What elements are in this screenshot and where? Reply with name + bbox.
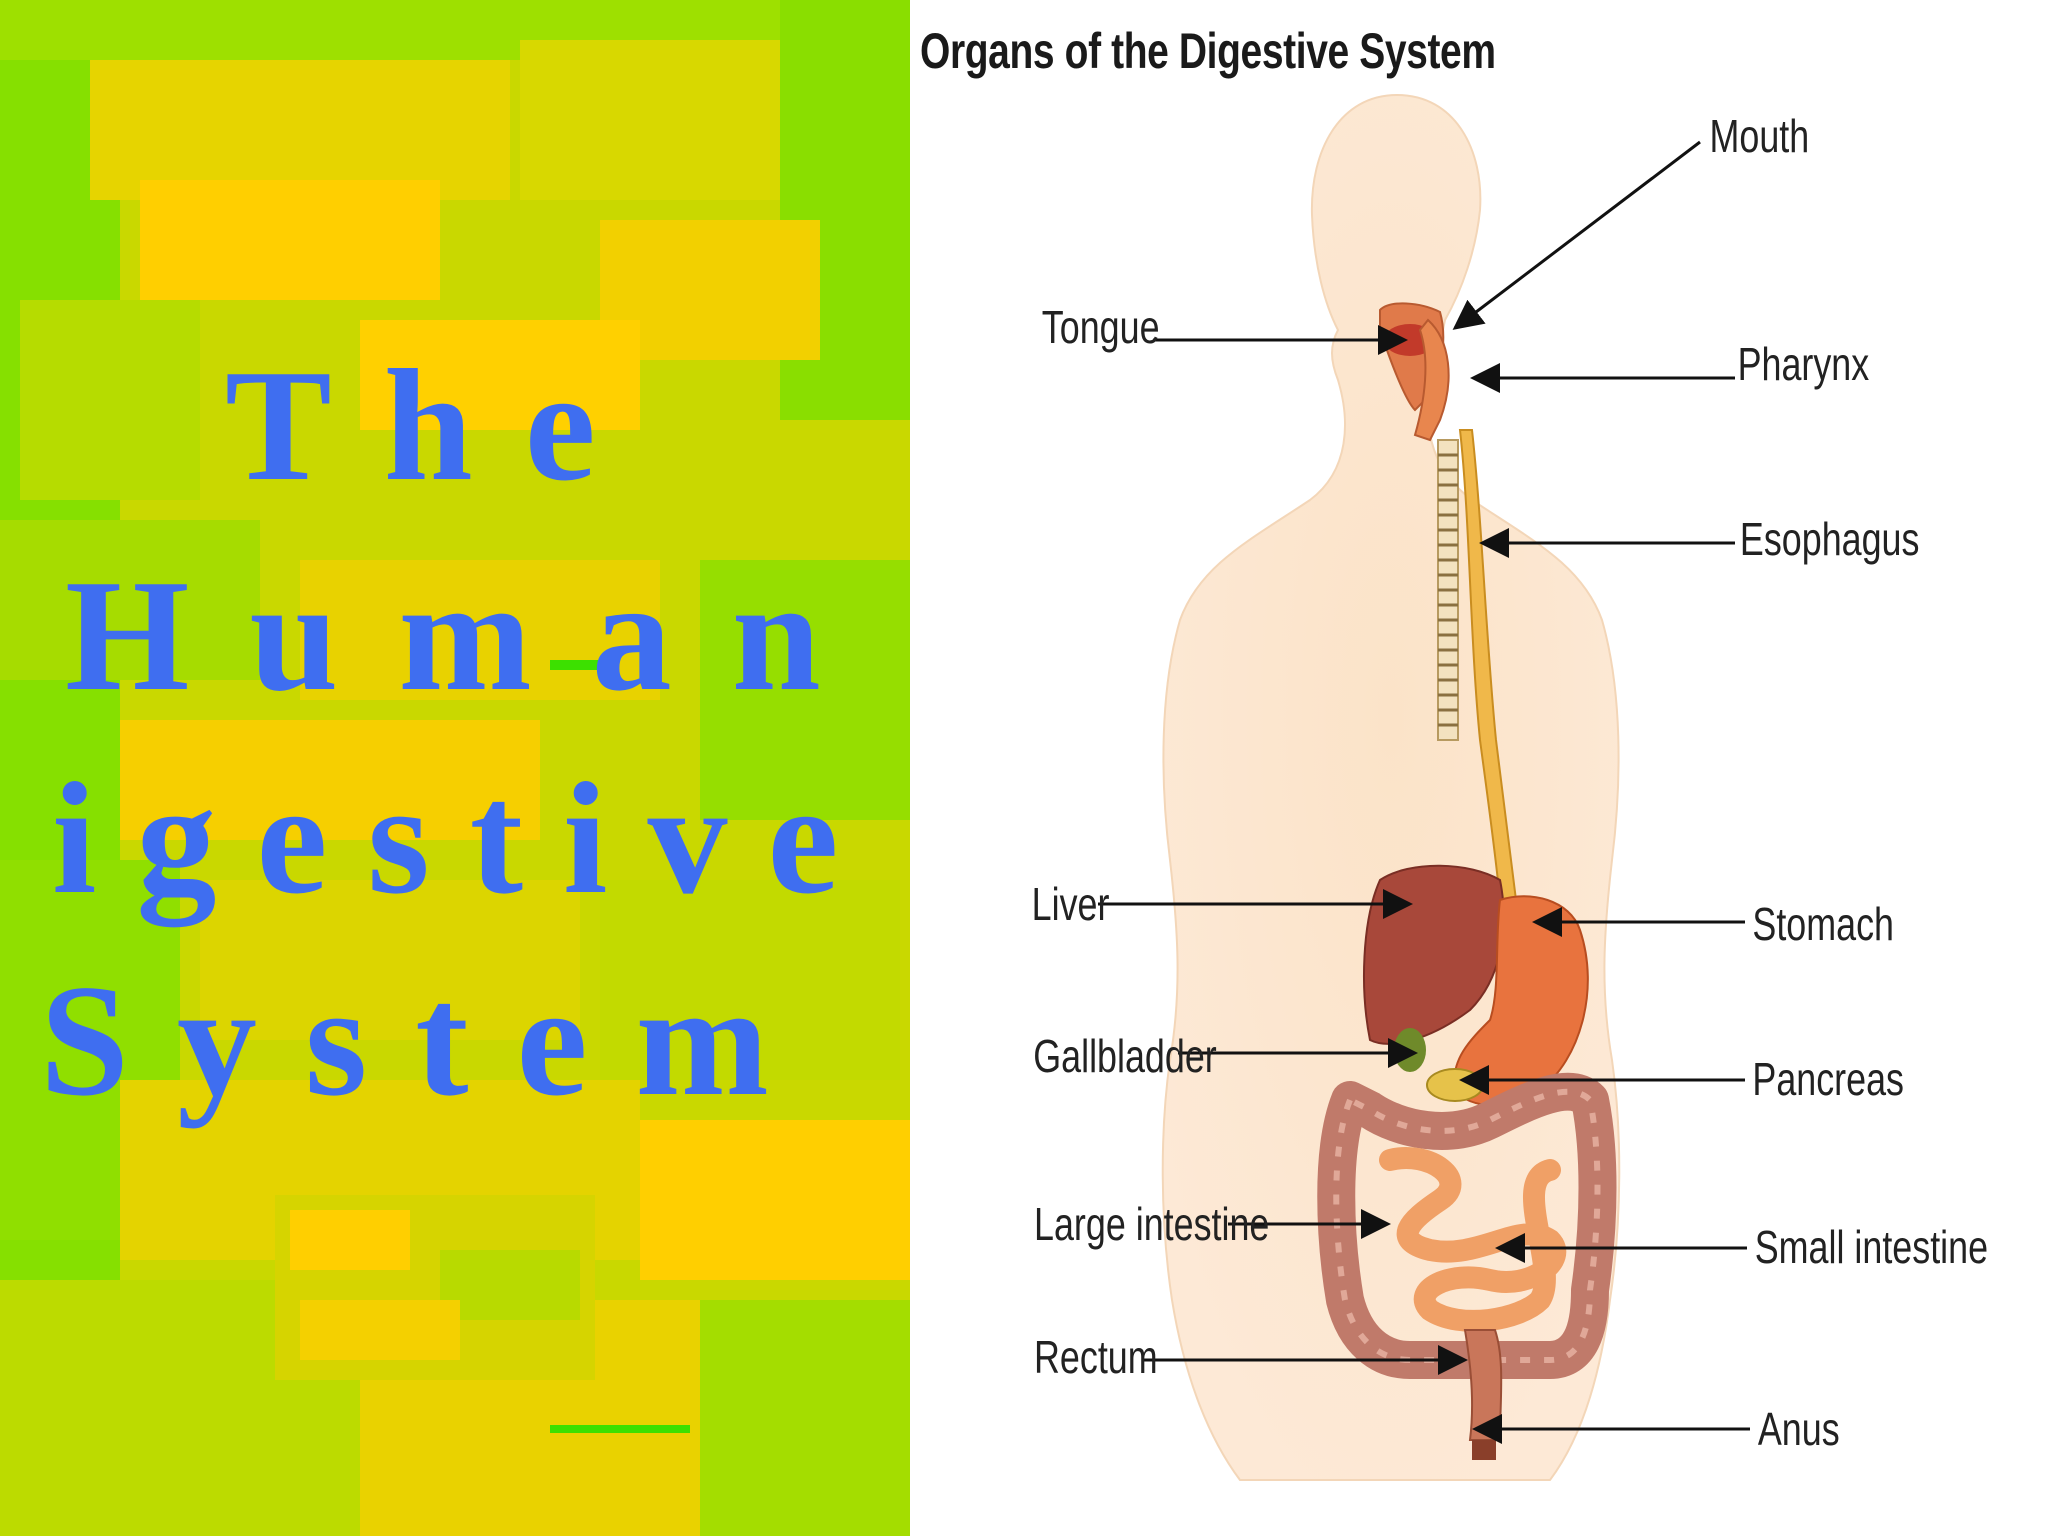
anus-shape (1472, 1440, 1496, 1460)
slide-title: The Human igestive System (0, 0, 910, 1536)
label-esophagus: Esophagus (1740, 514, 1920, 565)
label-tongue: Tongue (1042, 302, 1160, 353)
label-gallbladder: Gallbladder (1033, 1031, 1217, 1082)
title-line-2: Human (65, 555, 881, 715)
label-small-intestine: Small intestine (1755, 1222, 1988, 1273)
title-panel: The Human igestive System (0, 0, 910, 1536)
label-mouth: Mouth (1710, 111, 1810, 162)
diagram-panel: Organs of the Digestive System (910, 0, 2048, 1536)
label-pancreas: Pancreas (1752, 1054, 1904, 1105)
label-stomach: Stomach (1752, 899, 1894, 950)
mouth-leader (1455, 142, 1700, 328)
label-large-intestine: Large intestine (1034, 1199, 1269, 1250)
trachea (1438, 440, 1458, 740)
title-line-3: igestive (52, 758, 878, 918)
pancreas-shape (1427, 1069, 1483, 1101)
gallbladder-shape (1394, 1028, 1426, 1072)
label-pharynx: Pharynx (1738, 339, 1870, 390)
label-liver: Liver (1032, 879, 1110, 930)
title-line-1: The (225, 345, 648, 505)
digestive-system-diagram: Mouth Tongue Pharynx Esophagus Liver Sto… (910, 0, 2048, 1536)
label-rectum: Rectum (1034, 1332, 1158, 1383)
label-anus: Anus (1758, 1404, 1840, 1455)
title-line-4: System (40, 960, 817, 1120)
